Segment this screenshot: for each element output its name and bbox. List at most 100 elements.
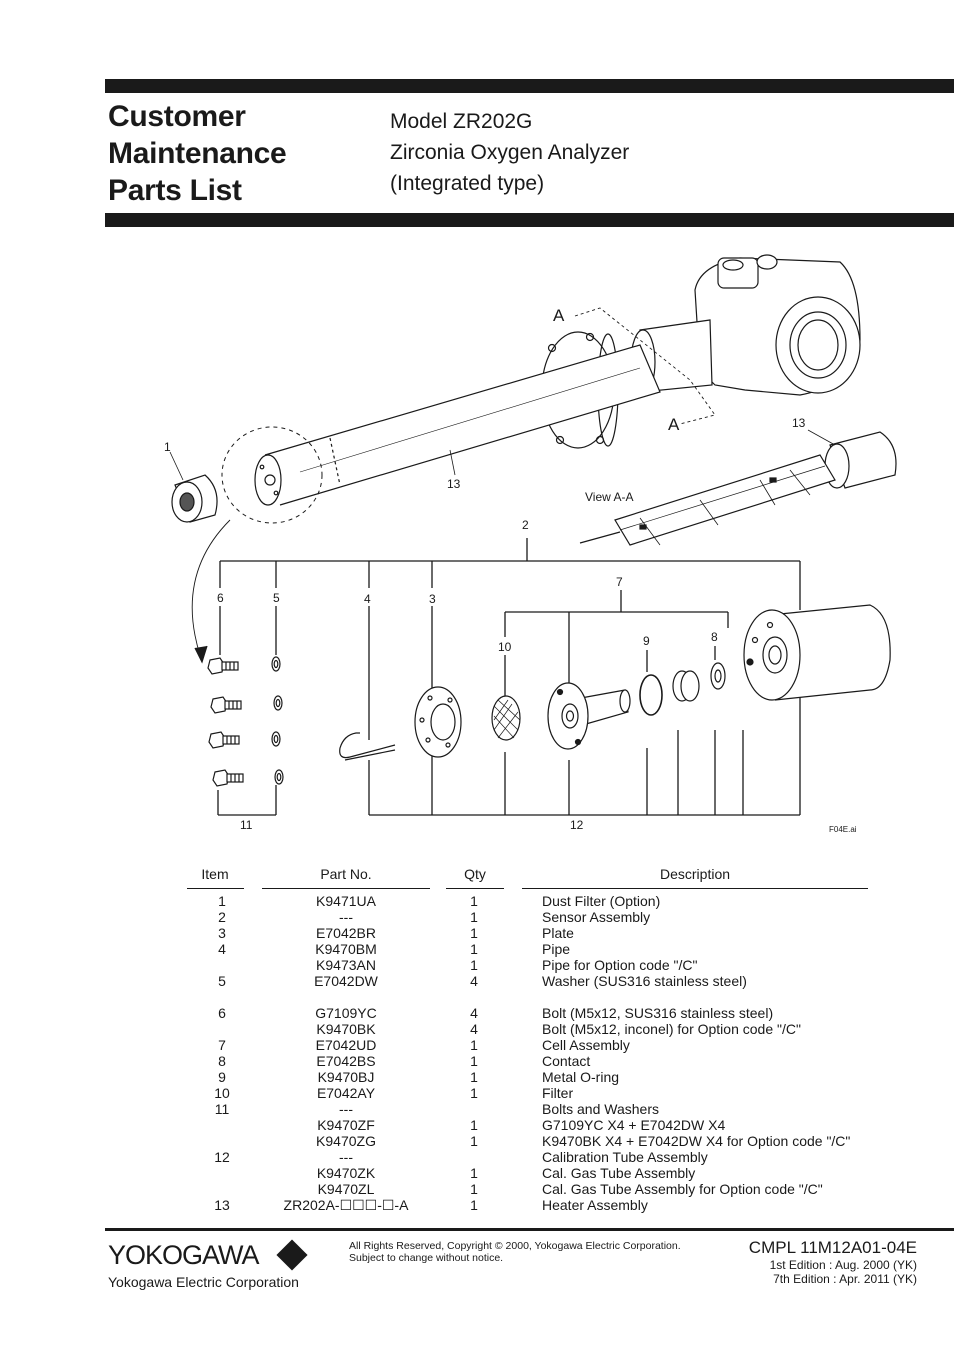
item-cell: 6 [218, 1005, 226, 1021]
part-number-cell: E7042BS [316, 1053, 376, 1069]
part-number-cell: E7042DW [314, 973, 378, 989]
callout-2: 2 [522, 518, 529, 532]
header-underline [187, 888, 244, 889]
qty-cell: 1 [470, 1037, 478, 1053]
description-cell: Filter [542, 1085, 574, 1101]
qty-cell: 1 [470, 1197, 478, 1213]
bolts-drawing [207, 657, 244, 787]
cell-assembly-drawing [547, 682, 631, 750]
item-cell: 10 [214, 1085, 230, 1101]
part-number-cell: --- [339, 1149, 353, 1165]
part-number-cell: K9470BM [315, 941, 377, 957]
metal-o-ring-drawing [639, 674, 663, 716]
edition-line-2: 7th Edition : Apr. 2011 (YK) [773, 1272, 917, 1286]
callout-7: 7 [616, 575, 623, 589]
description-cell: Washer (SUS316 stainless steel) [542, 973, 747, 989]
part-number-cell: K9473AN [316, 957, 376, 973]
model-line-2: Zirconia Oxygen Analyzer [390, 141, 630, 164]
description-cell: Bolts and Washers [542, 1101, 659, 1117]
item-cell: 11 [214, 1101, 230, 1117]
calibration-pipe-drawing [339, 732, 396, 761]
callout-13-pipe: 13 [447, 477, 461, 491]
item-cell: 9 [218, 1069, 226, 1085]
col-header-part: Part No. [320, 866, 372, 882]
header-underline [446, 888, 504, 889]
description-cell: Contact [542, 1053, 591, 1069]
description-cell: Bolt (M5x12, inconel) for Option code "/… [542, 1021, 801, 1037]
probe-pipe-drawing [254, 344, 661, 506]
item-cell: 13 [214, 1197, 230, 1213]
model-description: Model ZR202G Zirconia Oxygen Analyzer (I… [390, 106, 629, 199]
description-cell: Sensor Assembly [542, 909, 651, 925]
part-number-cell: E7042BR [316, 925, 376, 941]
description-cell: Dust Filter (Option) [542, 893, 661, 909]
qty-cell: 1 [470, 1069, 478, 1085]
callout-9: 9 [643, 634, 650, 648]
header-underline [522, 888, 868, 889]
title-line-1: Customer [108, 100, 246, 133]
item-cell: 1 [218, 893, 226, 909]
item-cell: 5 [218, 973, 226, 989]
description-cell: Heater Assembly [542, 1197, 648, 1213]
model-line-1: Model ZR202G [390, 110, 533, 133]
qty-cell: 4 [470, 1021, 478, 1037]
footer-rule [105, 1228, 954, 1231]
description-cell: Bolt (M5x12, SUS316 stainless steel) [542, 1005, 774, 1021]
yokogawa-diamond-icon [276, 1239, 308, 1271]
document-number: CMPL 11M12A01-04E [748, 1238, 917, 1257]
table-row [0, 989, 954, 1005]
header-bottom-rule [105, 213, 954, 227]
yokogawa-logo: YOKOGAWA [108, 1240, 260, 1270]
sensor-end-drawing [743, 604, 891, 701]
qty-cell: 1 [470, 1133, 478, 1149]
copyright-line-2: Subject to change without notice. [349, 1252, 504, 1264]
copyright-notice: All Rights Reserved, Copyright © 2000, Y… [349, 1240, 681, 1264]
company-name: Yokogawa Electric Corporation [108, 1274, 299, 1290]
callout-10: 10 [498, 640, 512, 654]
description-cell: K9470BK X4 + E7042DW X4 for Option code … [542, 1133, 851, 1149]
title-line-2: Maintenance [108, 137, 287, 170]
description-cell: Calibration Tube Assembly [542, 1149, 708, 1165]
qty-cell: 1 [470, 1181, 478, 1197]
part-number-cell: K9470ZL [317, 1181, 375, 1197]
analyzer-housing-drawing [630, 254, 861, 396]
callout-8: 8 [711, 630, 718, 644]
part-number-cell: E7042UD [315, 1037, 377, 1053]
copyright-line-1: All Rights Reserved, Copyright © 2000, Y… [349, 1240, 681, 1252]
exploded-parts-diagram: A A [164, 254, 897, 834]
description-cell: Pipe [542, 941, 571, 957]
qty-cell: 1 [470, 941, 478, 957]
part-number-cell: K9470BJ [317, 1069, 375, 1085]
part-number-cell: K9470ZK [316, 1165, 376, 1181]
view-label: View A-A [585, 490, 633, 504]
title-line-3: Parts List [108, 174, 242, 207]
callout-11: 11 [240, 818, 253, 832]
qty-cell: 1 [470, 925, 478, 941]
col-header-description: Description [659, 866, 731, 882]
section-marker-top: A [553, 306, 565, 325]
part-number-cell: K9471UA [316, 893, 376, 909]
description-cell: Cal. Gas Tube Assembly [542, 1165, 696, 1181]
top-rule [105, 79, 954, 93]
description-cell: Metal O-ring [542, 1069, 620, 1085]
description-cell: Pipe for Option code "/C" [542, 957, 698, 973]
callout-1: 1 [164, 440, 171, 454]
part-number-cell: K9470ZF [317, 1117, 375, 1133]
document-id-block: CMPL 11M12A01-04E 1st Edition : Aug. 200… [749, 1238, 917, 1286]
callout-4: 4 [364, 592, 371, 606]
plate-drawing [414, 686, 462, 758]
dust-filter-drawing [171, 474, 218, 523]
col-header-item: Item [201, 866, 229, 882]
part-number-cell: G7109YC [315, 1005, 377, 1021]
